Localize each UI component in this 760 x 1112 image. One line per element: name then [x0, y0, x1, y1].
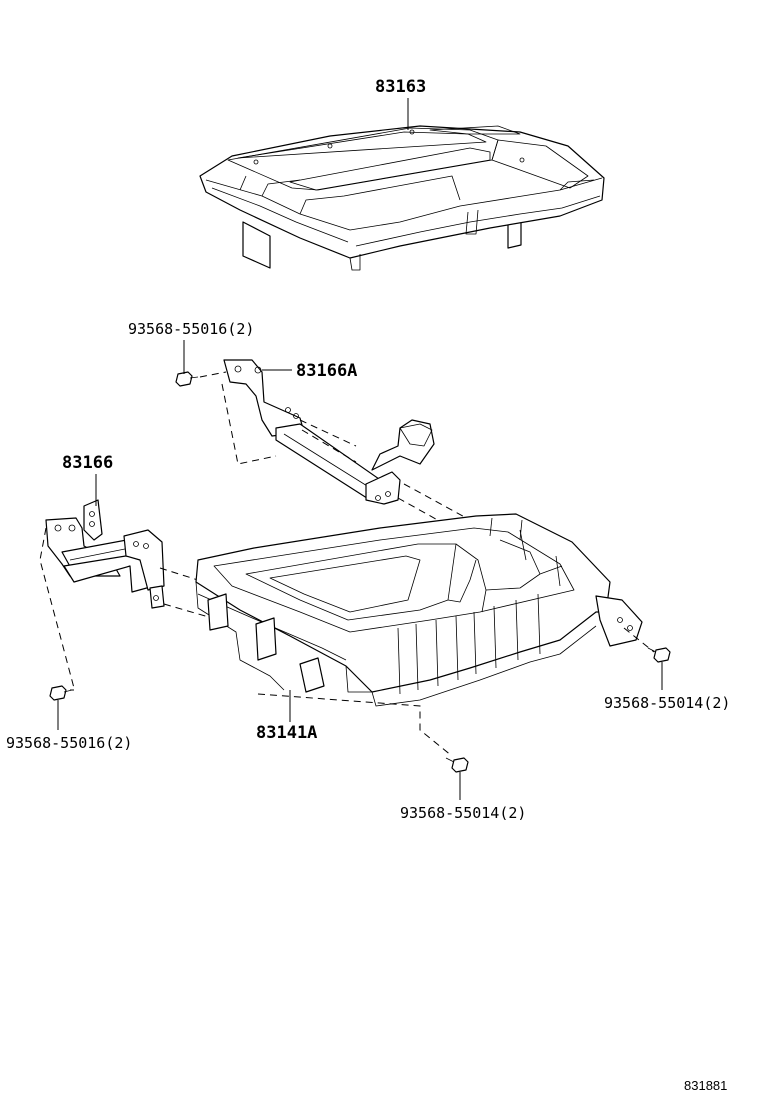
diagram-reference-number: 831881 [684, 1078, 727, 1093]
assembly-guides-83166 [39, 527, 213, 691]
assembly-guides-tray [257, 627, 655, 757]
label-bolt-55016-left: 93568-55016(2) [6, 734, 132, 752]
bolt-93568-55014-bottom[interactable] [445, 757, 469, 800]
label-bolt-55014-right: 93568-55014(2) [604, 694, 730, 712]
bolt-93568-55014-right[interactable] [647, 647, 671, 690]
bracket-part-83166A[interactable] [223, 359, 435, 505]
label-83166: 83166 [62, 453, 113, 473]
tray-part-83141A[interactable] [195, 513, 643, 722]
label-83166A: 83166A [296, 361, 357, 381]
label-bolt-55016-top: 93568-55016(2) [128, 320, 254, 338]
bolt-93568-55016-top[interactable] [175, 340, 199, 387]
cover-part-83163[interactable] [199, 98, 605, 271]
label-83163: 83163 [375, 77, 426, 97]
bracket-part-83166[interactable] [45, 474, 165, 609]
label-83141A: 83141A [256, 723, 317, 743]
label-bolt-55014-bottom: 93568-55014(2) [400, 804, 526, 822]
bolt-93568-55016-left[interactable] [49, 685, 73, 730]
